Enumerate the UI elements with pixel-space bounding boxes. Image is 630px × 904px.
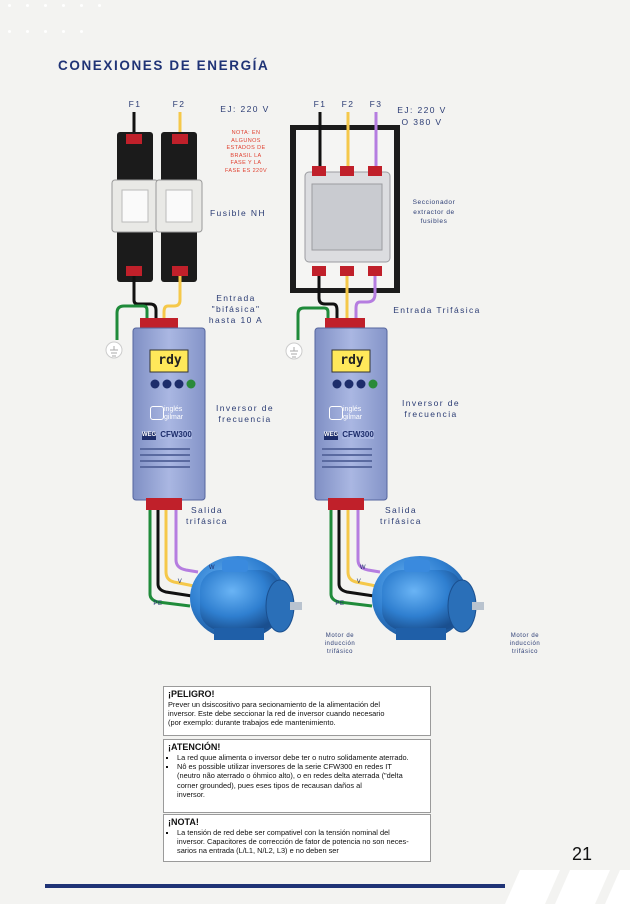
note-line: NOTA: EN (231, 130, 261, 136)
label-line: extractor de (413, 208, 455, 216)
right-wire-w: W (359, 565, 367, 571)
danger-box: ¡PELIGRO! Prever un dsiscositivo para se… (163, 686, 431, 736)
note-line: ALGUNOS (231, 137, 261, 144)
danger-line: (por exemplo: durante trabajos ede mante… (168, 718, 336, 728)
right-output-label: Salida trifásica (376, 505, 426, 527)
left-inverter (132, 318, 206, 510)
label-line: inducción (324, 641, 356, 647)
fuse-label: Fusible NH (209, 208, 267, 218)
right-phase-3-label: F3 (369, 99, 383, 109)
note-line: ESTADOS DE (226, 145, 266, 151)
note-item: La tensión de red debe ser compativel co… (177, 828, 426, 856)
left-voltage-label: EJ: 220 V (220, 104, 270, 114)
note-line: BRASIL LA (230, 152, 262, 159)
label-line: trifásica (380, 516, 422, 526)
label-line: trifásico (511, 649, 539, 655)
left-display: rdy (158, 353, 182, 368)
note-line: La tensión de red debe ser compativel co… (177, 828, 390, 837)
danger-title: ¡PELIGRO! (168, 689, 215, 699)
left-wire-v: V (177, 579, 183, 585)
left-brand-logo: WEG (141, 432, 157, 438)
label-line: frecuencia (404, 409, 458, 419)
attention-title: ¡ATENCIÓN! (168, 742, 221, 752)
label-line: fusibles (420, 218, 448, 225)
right-input-label: Entrada Trifásica (393, 305, 481, 315)
note-line: inversor. Capacitores de corrección de f… (177, 837, 409, 847)
left-model-label: CFW300 (160, 430, 192, 439)
label-line: trifásico (326, 649, 354, 655)
right-watermark: inglés gilmar (343, 406, 362, 422)
label-line: O 380 V (401, 117, 443, 127)
page-title: CONEXIONES DE ENERGÍA (58, 58, 270, 73)
label-line: Seccionador (412, 199, 456, 206)
attention-line: (neutro não aterrado o óhmico alto), o e… (177, 771, 403, 781)
note-line: FASE ES 220V (224, 167, 268, 174)
left-output-label: Salida trifásica (182, 505, 232, 527)
label-line: inducción (509, 641, 541, 647)
note-line: sarios na entrada (L/L1, N/L2, L3) e no … (177, 846, 339, 856)
right-display: rdy (340, 353, 364, 368)
attention-line: Nô es possible utilizar inversores de la… (177, 762, 392, 772)
right-brand-logo: WEG (323, 432, 339, 438)
label-line: Salida (190, 505, 224, 515)
attention-item: La red quue alimenta o inversor debe ter… (177, 753, 426, 762)
instagram-icon (329, 406, 343, 420)
note-title: ¡NOTA! (168, 817, 199, 827)
right-wire-v: V (356, 579, 362, 585)
left-inverter-label: Inversor de frecuencia (212, 403, 278, 425)
danger-line: Prever un dsiscositivo para secionamient… (168, 700, 380, 709)
danger-line: inversor. Este debe seccionar la red de … (168, 709, 385, 719)
right-model-label: CFW300 (342, 430, 374, 439)
note-list: La tensión de red debe ser compativel co… (168, 828, 426, 856)
label-line: Motor de (325, 633, 355, 639)
instagram-icon (150, 406, 164, 420)
label-line: hasta 10 A (208, 315, 264, 325)
watermark-line: gilmar (164, 414, 184, 421)
label-line: Inversor de (216, 403, 274, 413)
left-note: NOTA: EN ALGUNOS ESTADOS DE BRASIL LA FA… (218, 130, 274, 175)
switch-label: Seccionador extractor de fusibles (402, 198, 466, 227)
attention-box: ¡ATENCIÓN! La red quue alimenta o invers… (163, 739, 431, 813)
left-wire-pe: PE (153, 601, 163, 607)
right-voltage-label: EJ: 220 V O 380 V (392, 104, 452, 128)
attention-line: inversor. (177, 789, 205, 799)
right-phase-2-label: F2 (341, 99, 355, 109)
label-line: frecuencia (218, 414, 272, 424)
note-line: FASE Y LA (230, 160, 262, 166)
left-watermark: inglés gilmar (164, 406, 183, 422)
label-line: Entrada "bifásica" (211, 293, 261, 314)
right-inverter (314, 318, 388, 510)
watermark-line: gilmar (343, 414, 363, 421)
left-wire-w: W (208, 565, 216, 571)
label-line: Inversor de (402, 398, 460, 408)
left-nh-fuses (111, 112, 203, 282)
label-line: Salida (384, 505, 418, 515)
label-line: trifásica (186, 516, 228, 526)
page-number: 21 (571, 844, 592, 864)
decorative-dots (0, 0, 120, 40)
note-box: ¡NOTA! La tensión de red debe ser compat… (163, 814, 431, 862)
attention-list: La red quue alimenta o inversor debe ter… (168, 753, 426, 799)
attention-line: corner grounded), pues eses tipos de rec… (177, 780, 362, 790)
watermark-line: inglés (164, 406, 183, 413)
watermark-line: inglés (343, 406, 362, 413)
label-line: Motor de (510, 633, 540, 639)
right-inverter-label: Inversor de frecuencia (398, 398, 464, 420)
left-input-label: Entrada "bifásica" hasta 10 A (190, 293, 282, 326)
left-phase-2-label: F2 (172, 99, 186, 109)
left-motor (190, 556, 302, 640)
left-phase-1-label: F1 (128, 99, 142, 109)
right-fuse-switch (290, 112, 400, 293)
right-motor-label: Motor de inducción trifásico (497, 632, 553, 656)
label-line: EJ: 220 V (397, 105, 447, 115)
attention-item: Nô es possible utilizar inversores de la… (177, 762, 426, 799)
right-wire-pe: PE (335, 601, 345, 607)
right-phase-1-label: F1 (313, 99, 327, 109)
right-motor (372, 556, 484, 640)
left-motor-label: Motor de inducción trifásico (312, 632, 368, 656)
